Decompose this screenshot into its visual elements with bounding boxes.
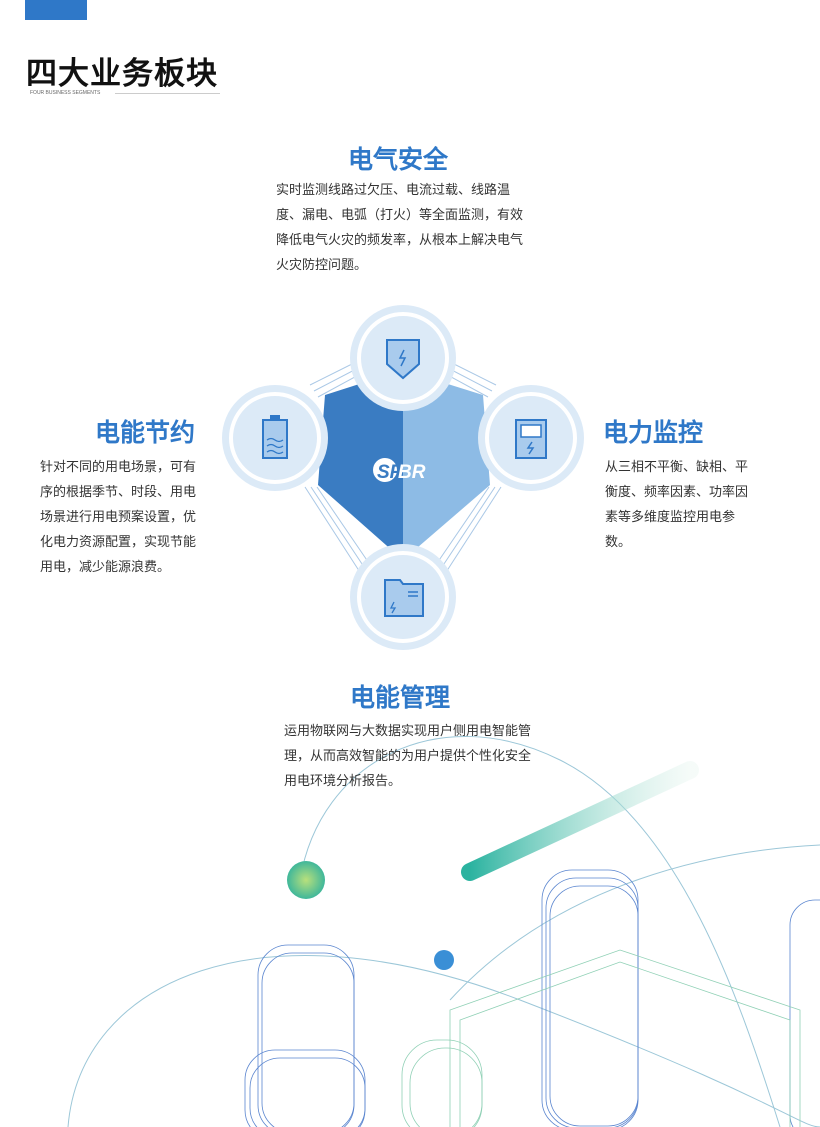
page-title: 四大业务板块 bbox=[26, 56, 218, 92]
top-accent-bar bbox=[25, 0, 87, 20]
divider bbox=[115, 93, 220, 94]
segment-title-energy-management: 电能管理 bbox=[350, 683, 451, 712]
svg-text:BR: BR bbox=[398, 462, 426, 483]
segment-title-electrical-safety: 电气安全 bbox=[348, 145, 449, 174]
diagram-right-half bbox=[403, 370, 490, 560]
meter-icon bbox=[478, 385, 584, 491]
battery-icon bbox=[222, 385, 328, 491]
page-subtitle: FOUR BUSINESS SEGMENTS bbox=[30, 90, 101, 96]
segment-title-energy-saving: 电能节约 bbox=[95, 418, 196, 447]
svg-text:SF: SF bbox=[377, 462, 403, 483]
segment-text-electrical-safety: 实时监测线路过欠压、电流过载、线路温度、漏电、电弧（打火）等全面监测，有效降低电… bbox=[276, 183, 524, 273]
sfbr-logo: SF BR bbox=[373, 458, 426, 483]
segment-title-power-monitoring: 电力监控 bbox=[603, 418, 704, 447]
folder-icon bbox=[350, 544, 456, 650]
segment-text-energy-saving: 针对不同的用电场景，可有序的根据季节、时段、用电场景进行用电预案设置，优化电力资… bbox=[40, 460, 197, 575]
segments-diagram: SF BR bbox=[222, 305, 584, 650]
shield-icon bbox=[350, 305, 456, 411]
diagram-left-half bbox=[318, 370, 403, 560]
segment-text-energy-management: 运用物联网与大数据实现用户侧用电智能管理，从而高效智能的为用户提供个性化安全用电… bbox=[284, 724, 532, 789]
decor-ball bbox=[287, 861, 325, 899]
segment-text-power-monitoring: 从三相不平衡、缺相、平衡度、频率因素、功率因素等多维度监控用电参数。 bbox=[605, 460, 749, 550]
